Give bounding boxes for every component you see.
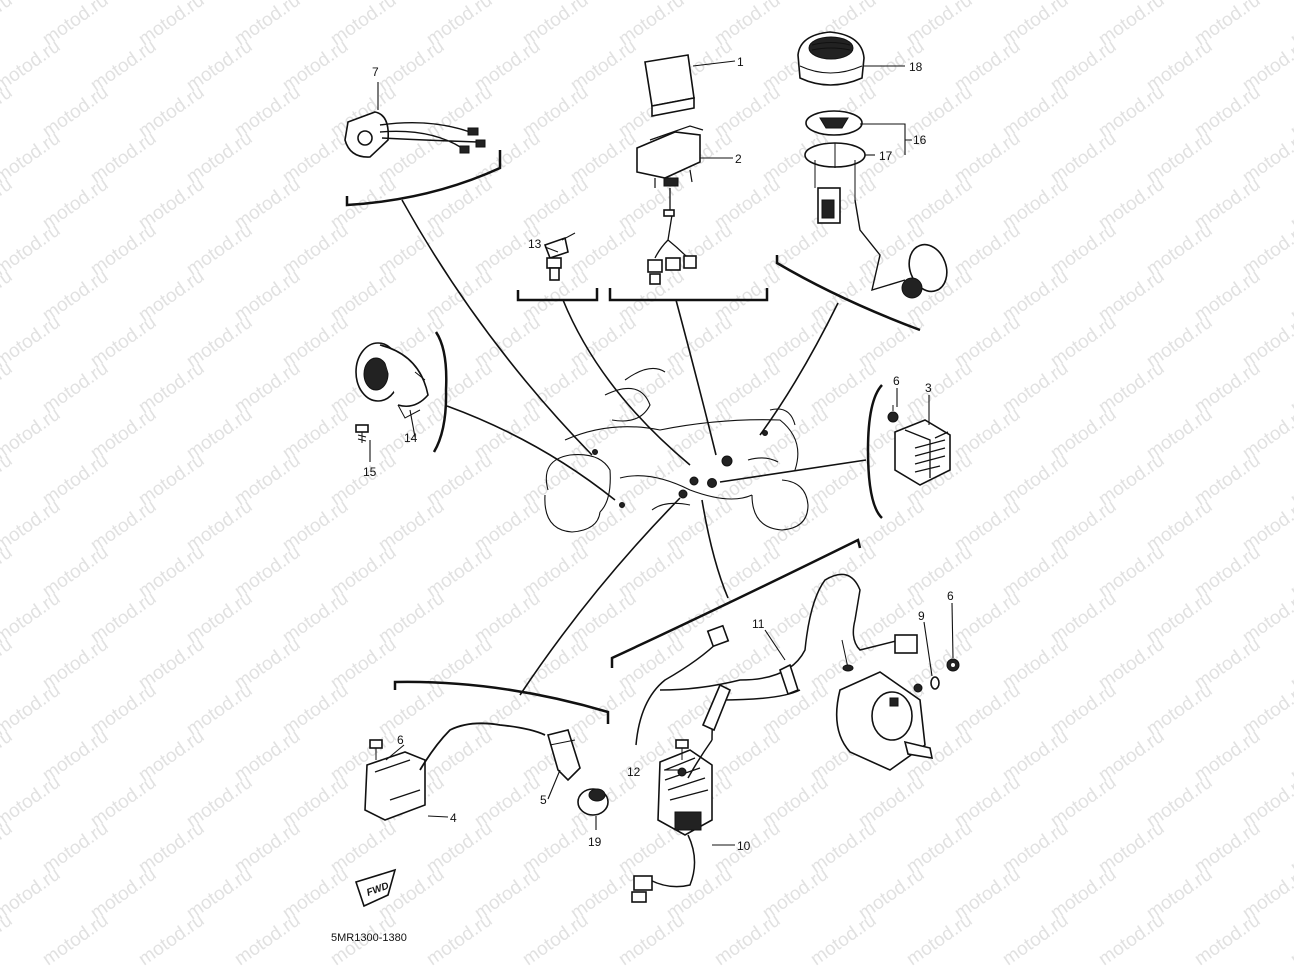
callout-1: 1 (737, 55, 744, 69)
watermark-text: motod.ru (0, 82, 16, 142)
diagram-reference-code: 5MR1300-1380 (331, 932, 407, 944)
part-19-grommet (577, 788, 609, 816)
callout-11: 11 (752, 617, 765, 631)
watermark-text: motod.ru (0, 726, 16, 786)
part-9-washer (930, 676, 940, 690)
callout-14: 14 (404, 431, 418, 445)
watermark-text: motod.ru (0, 358, 16, 418)
watermark-text: motod.ru (0, 818, 16, 878)
part-6-bolt-lower (369, 739, 383, 760)
part-18-ring-nut (797, 31, 865, 86)
watermark-text: motod.ru (519, 910, 592, 970)
leader-lines (401, 199, 867, 696)
watermark-text: motod.ru (0, 864, 64, 924)
watermark-text: motod.ru (615, 910, 688, 970)
watermark-text: motod.ru (807, 910, 880, 970)
watermark-text: motod.ru (1287, 910, 1294, 970)
part-6-bolt-upper (887, 405, 899, 423)
watermark-text: motod.ru (0, 634, 16, 694)
watermark-text: motod.ru (0, 36, 64, 96)
watermark-text: motod.ru (0, 772, 64, 832)
part-3-rectifier-regulator (894, 419, 951, 486)
callout-16: 16 (913, 133, 927, 147)
watermark-text: motod.ru (39, 910, 112, 970)
callout-6-right: 6 (947, 589, 954, 603)
part-4-ignition-coil (364, 722, 546, 821)
callout-4: 4 (450, 811, 457, 825)
part-14-horn (355, 342, 429, 419)
callout-leaders (369, 60, 954, 846)
callout-15: 15 (363, 465, 377, 479)
part-13-neutral-switch (543, 232, 576, 281)
callout-18: 18 (909, 60, 923, 74)
callout-6-upper: 6 (893, 374, 900, 388)
part-6-nut-right (946, 658, 960, 672)
watermark-text: motod.ru (0, 542, 16, 602)
watermark-text: motod.ru (0, 220, 64, 280)
watermark-text: motod.ru (0, 680, 64, 740)
callout-13: 13 (528, 237, 542, 251)
watermark-text: motod.ru (0, 588, 64, 648)
part-11-wiring-lead (635, 573, 918, 746)
watermark-text: motod.ru (0, 128, 64, 188)
watermark-text: motod.ru (135, 910, 208, 970)
watermark-text: motod.ru (0, 0, 16, 50)
watermark-text: motod.ru (711, 910, 784, 970)
callout-3: 3 (925, 381, 932, 395)
callout-6-lower: 6 (397, 733, 404, 747)
watermark-text: motod.ru (0, 174, 16, 234)
callout-5: 5 (540, 793, 547, 807)
watermark-text: motod.ru (0, 312, 64, 372)
watermark-text: motod.ru (0, 910, 16, 970)
callout-7: 7 (372, 65, 379, 79)
starter-terminal-lead (687, 683, 732, 779)
watermark-text: motod.ru (0, 496, 64, 556)
watermark-text: motod.ru (999, 910, 1072, 970)
part-5-spark-plug-cap (547, 729, 581, 782)
callout-12: 12 (627, 765, 641, 779)
part-10-pickup-coil (631, 749, 713, 903)
part-2-ignitor-bracket (636, 125, 704, 285)
part-1-ignitor-unit (644, 54, 695, 117)
part-16-17-fuel-sender (804, 110, 948, 299)
watermark-text: motod.ru (231, 910, 304, 970)
callout-10: 10 (737, 839, 751, 853)
watermark-text: motod.ru (0, 404, 64, 464)
motorcycle-connector-points (592, 430, 768, 508)
motorcycle-outline (544, 367, 809, 533)
callout-17: 17 (879, 149, 893, 163)
forward-direction-arrow: FWD (354, 868, 397, 908)
group-brackets (345, 150, 921, 724)
watermark-text: motod.ru (1095, 910, 1168, 970)
watermark-text: motod.ru (903, 910, 976, 970)
watermark-text: motod.ru (0, 266, 16, 326)
watermark-text: motod.ru (0, 450, 16, 510)
watermark-text: motod.ru (423, 910, 496, 970)
part-7-switch (344, 111, 486, 158)
part-15-bolt (355, 424, 369, 443)
callout-numbers: 1 2 3 4 5 6 6 6 7 9 10 11 12 13 14 15 16… (363, 55, 954, 853)
watermark-text: motod.ru (1191, 910, 1264, 970)
callout-19: 19 (588, 835, 602, 849)
callout-9: 9 (918, 609, 925, 623)
callout-2: 2 (735, 152, 742, 166)
starter-motor (835, 671, 934, 771)
